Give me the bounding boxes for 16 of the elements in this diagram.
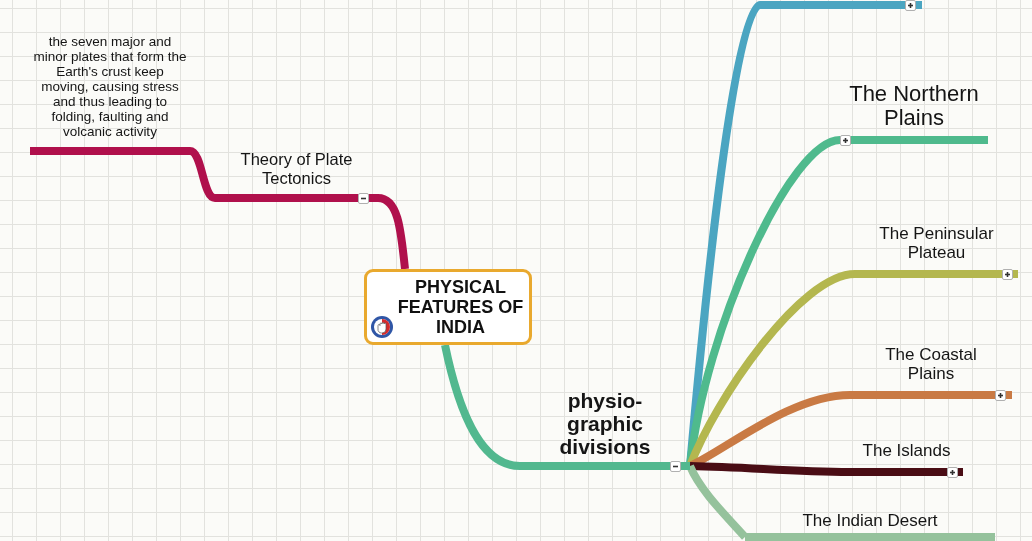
topic-label: The Peninsular Plateau bbox=[878, 224, 995, 264]
topic-label: The Coastal Plains bbox=[884, 345, 978, 385]
topic-label: the seven major and minor plates that form the Earth's crust keep moving, causing stress and thus leading to folding, faulting and volcanic activity bbox=[32, 34, 188, 141]
topic-label: The Indian Desert bbox=[801, 511, 939, 532]
topic-label: Theory of Plate Tectonics bbox=[239, 150, 354, 189]
topic-label: The Northern Plains bbox=[848, 82, 980, 132]
branch-connector bbox=[377, 194, 409, 270]
topic-label: The Islands bbox=[861, 441, 952, 462]
branch-connector bbox=[441, 344, 521, 470]
branch-bar bbox=[760, 1, 922, 9]
central-topic-title: PHYSICAL FEATURES OF INDIA bbox=[396, 277, 525, 337]
central-topic-box bbox=[364, 269, 532, 345]
branch-connector bbox=[689, 462, 851, 476]
branch-connector bbox=[686, 464, 748, 540]
topic-label: physio-graphic divisions bbox=[558, 389, 652, 460]
branch-connector bbox=[188, 147, 217, 202]
